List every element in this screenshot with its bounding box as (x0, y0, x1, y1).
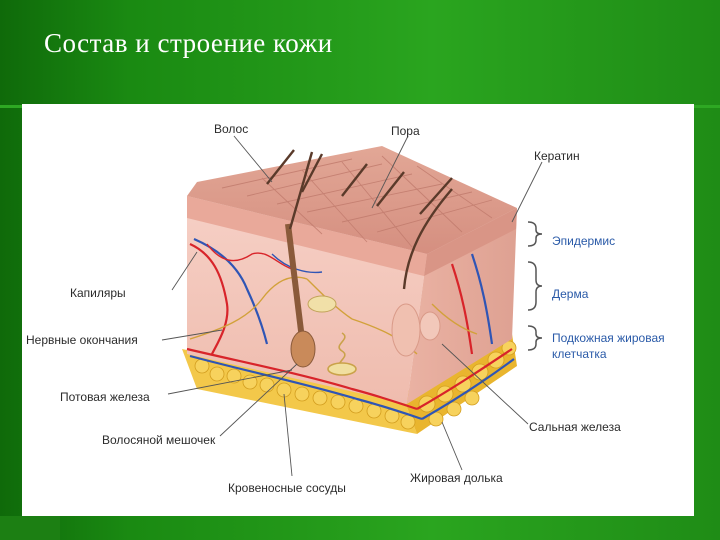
fat-layer (182, 334, 517, 434)
epidermis-surface (187, 146, 517, 254)
corner-decoration (0, 516, 60, 540)
label-sweat-gland: Потовая железа (60, 390, 150, 404)
label-fat-lobule: Жировая долька (410, 471, 503, 485)
diagram-panel: Волос Пора Кератин Капиляры Нервные окон… (22, 104, 694, 516)
label-dermis: Дерма (552, 287, 589, 301)
sebaceous-gland-shape (307, 295, 337, 313)
blood-vessel-network (186, 237, 515, 421)
label-blood-vessels: Кровеносные сосуды (228, 481, 346, 495)
skin-cross-section-illustration (161, 135, 543, 477)
label-nerve-endings: Нервные окончания (26, 333, 138, 347)
label-hair-follicle: Волосяной мешочек (102, 433, 216, 447)
label-hypodermis-line1: Подкожная жировая (552, 331, 665, 345)
label-keratin: Кератин (534, 149, 580, 163)
label-hair: Волос (214, 122, 249, 136)
label-sebaceous-gland: Сальная железа (529, 420, 621, 434)
slide-title: Состав и строение кожи (44, 28, 333, 58)
leader-lines (161, 135, 543, 477)
layer-braces (527, 221, 543, 351)
sebaceous-gland (391, 303, 421, 357)
sweat-gland (327, 332, 357, 376)
label-pore: Пора (391, 124, 420, 138)
label-epidermis: Эпидермис (552, 234, 616, 248)
label-capillaries: Капиляры (70, 286, 126, 300)
hair-follicle (285, 223, 337, 368)
label-hypodermis-line2: клетчатка (552, 347, 607, 361)
hair-shafts (266, 149, 453, 290)
